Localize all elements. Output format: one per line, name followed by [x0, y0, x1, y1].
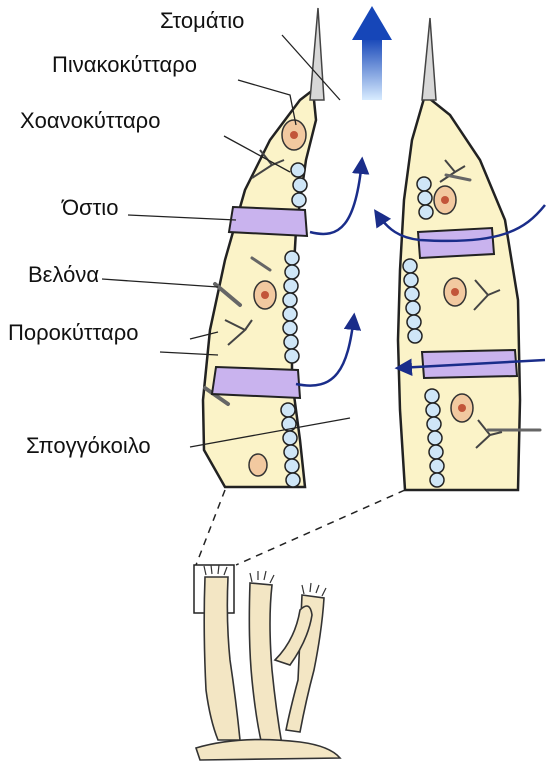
- label-ostio: Όστιο: [61, 195, 118, 220]
- sponge-tube: [249, 583, 282, 745]
- sponge-base: [196, 740, 340, 760]
- flow-arrow: [296, 316, 354, 386]
- leader-ostio: [128, 215, 236, 220]
- label-choanokyttaro: Χοανοκύτταρο: [20, 108, 160, 133]
- label-spongokoilo: Σπογγόκοιλο: [26, 433, 151, 458]
- left-spine: [310, 8, 324, 100]
- label-pinakokyttaro: Πινακοκύτταρο: [52, 52, 197, 77]
- leader-belona: [102, 279, 218, 287]
- whole-sponge-sketch: [196, 565, 340, 760]
- left-body-wall: [203, 8, 324, 487]
- porocyte-upper-left: [229, 207, 307, 236]
- oscule-outflow-arrow: [352, 6, 392, 100]
- label-porokyttaro: Ποροκύτταρο: [8, 320, 138, 345]
- nucleus: [249, 454, 267, 476]
- right-body-wall: [398, 18, 540, 490]
- right-spine: [422, 18, 436, 100]
- porocyte-lower-left: [212, 367, 300, 398]
- label-belona: Βελόνα: [28, 262, 99, 287]
- label-stomatio: Στομάτιο: [160, 8, 244, 33]
- flow-arrow: [310, 160, 362, 234]
- porocyte-upper-right: [418, 228, 494, 258]
